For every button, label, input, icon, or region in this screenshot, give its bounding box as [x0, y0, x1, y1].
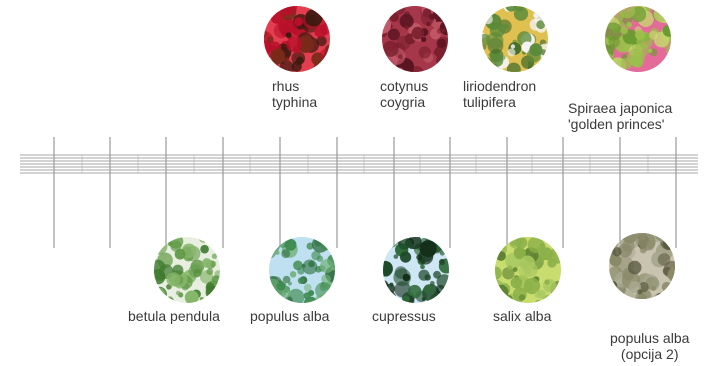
plant-label-liriodendron: liriodendron tulipifera [463, 78, 536, 110]
photo-circle [268, 236, 336, 304]
plant-label-cotynus: cotynus coygria [380, 78, 428, 110]
photo-circle [263, 5, 331, 73]
photo-circle [604, 5, 672, 73]
betula-photo [153, 236, 221, 304]
plant-label-spiraea: Spiraea japonica 'golden princes' [568, 100, 672, 132]
photo-circle [481, 5, 549, 73]
photo-circle [381, 5, 449, 73]
populus-alba-bark-photo [608, 232, 676, 300]
plant-label-salix: salix alba [493, 308, 551, 324]
populus-alba-photo [268, 236, 336, 304]
cupressus-photo [382, 236, 450, 304]
salix-photo [494, 236, 562, 304]
photo-circle [608, 232, 676, 300]
timeline-markers [54, 137, 676, 248]
spiraea-photo [604, 5, 672, 73]
plant-label-rhus: rhus typhina [272, 78, 317, 110]
rhus-typhina-photo [263, 5, 331, 73]
photo-circle [382, 236, 450, 304]
plant-label-betula: betula pendula [128, 308, 220, 324]
plant-label-populus-opcija: populus alba (opcija 2) [610, 330, 689, 362]
plant-label-populus: populus alba [250, 308, 329, 324]
timeline-band [20, 155, 698, 173]
photo-circle [153, 236, 221, 304]
cotinus-photo [381, 5, 449, 73]
plant-label-cupressus: cupressus [372, 308, 436, 324]
photo-circle [494, 236, 562, 304]
liriodendron-photo [481, 5, 549, 73]
